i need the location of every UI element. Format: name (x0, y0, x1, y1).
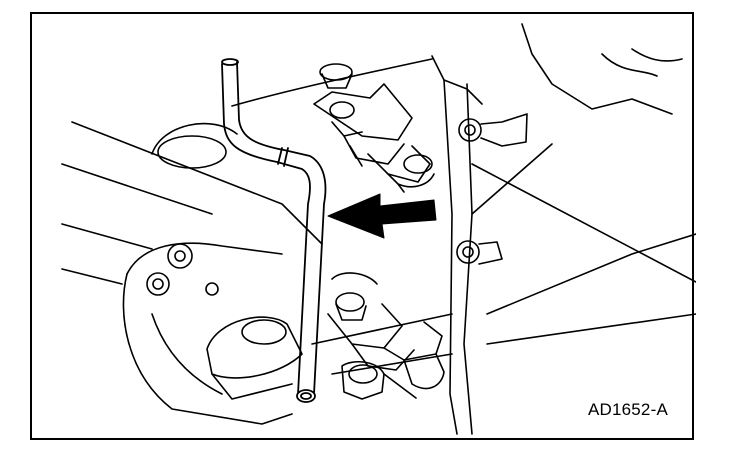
figure-reference-id: AD1652-A (587, 400, 668, 419)
arrow-left-icon (327, 193, 437, 239)
engine-block-outline (61, 23, 696, 435)
illustration-frame: AD1652-A (30, 12, 696, 440)
vacuum-tube (221, 58, 327, 403)
mounting-bolts (456, 113, 528, 265)
upper-injector (313, 63, 435, 193)
flange-plate (122, 242, 303, 425)
technical-illustration (61, 23, 696, 435)
lower-injector (327, 272, 445, 400)
